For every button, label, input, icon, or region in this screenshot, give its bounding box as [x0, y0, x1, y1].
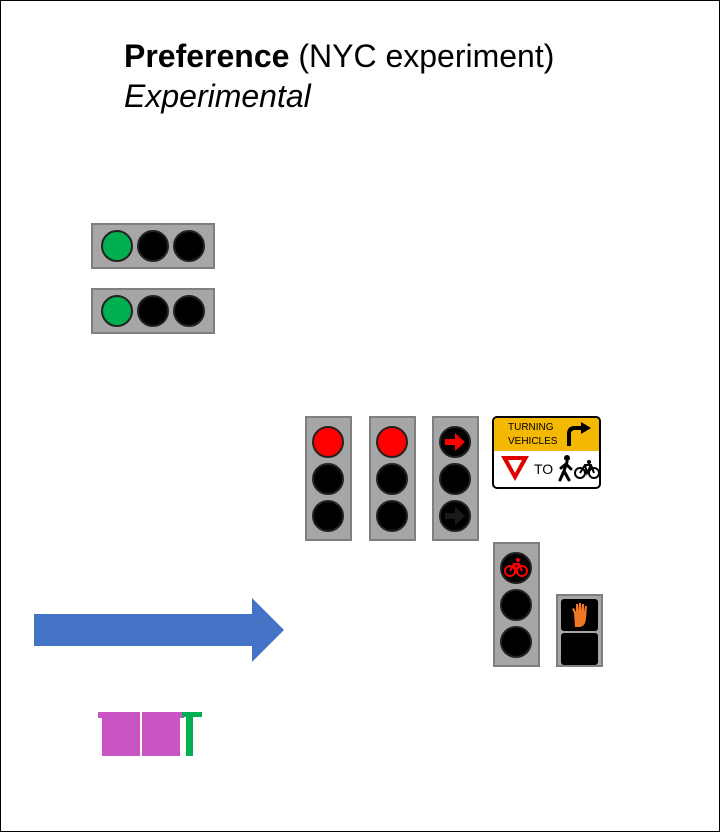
red-lamp	[312, 426, 344, 458]
hand-box	[561, 599, 598, 631]
off-lamp	[376, 500, 408, 532]
off-lamp	[173, 295, 205, 327]
page-title: Preference (NYC experiment)	[124, 36, 554, 76]
red-right-arrow-icon	[445, 433, 465, 451]
red-lamp	[376, 426, 408, 458]
off-lamp	[137, 230, 169, 262]
horizontal-signal-1	[91, 223, 215, 269]
off-lamp	[173, 230, 205, 262]
title-rest: (NYC experiment)	[289, 38, 555, 74]
yield-triangle-icon	[501, 456, 529, 481]
off-lamp	[312, 463, 344, 495]
title-bold: Preference	[124, 38, 290, 74]
red-bicycle-lamp	[500, 552, 532, 584]
purple-bar-2-cap	[142, 712, 184, 718]
green-lamp	[101, 230, 133, 262]
off-lamp	[439, 463, 471, 495]
dark-arrow-icon	[445, 507, 465, 525]
signal-timing-bars	[98, 712, 202, 756]
green-bar-cap	[182, 712, 202, 717]
green-bar	[186, 712, 193, 756]
purple-bar-1-cap	[98, 712, 140, 718]
off-lamp	[137, 295, 169, 327]
orange-hand-icon	[572, 603, 587, 627]
off-lamp	[439, 500, 471, 532]
purple-bar-1	[102, 712, 140, 756]
bicycle-icon	[574, 460, 599, 479]
right-turn-arrow-icon	[567, 422, 591, 446]
page-subtitle: Experimental	[124, 78, 311, 114]
red-bicycle-icon	[504, 558, 528, 577]
walk-box-off	[561, 633, 598, 665]
green-lamp	[101, 295, 133, 327]
blue-direction-arrow	[34, 598, 284, 662]
sign-text-turning: TURNING	[508, 422, 554, 433]
off-lamp	[312, 500, 344, 532]
off-lamp	[376, 463, 408, 495]
vertical-signal-red-2	[369, 416, 416, 541]
purple-bar-2	[142, 712, 180, 756]
off-lamp	[500, 626, 532, 658]
vertical-signal-red-1	[305, 416, 352, 541]
pedestrian-signal	[556, 594, 603, 667]
vertical-signal-red-arrow	[432, 416, 479, 541]
horizontal-signal-2	[91, 288, 215, 334]
pedestrian-icon	[558, 455, 573, 482]
sign-text-vehicles: VEHICLES	[508, 436, 558, 447]
red-arrow-lamp	[439, 426, 471, 458]
turning-vehicles-yield-sign: TURNING VEHICLES TO	[492, 416, 601, 489]
sign-text-to: TO	[534, 461, 554, 477]
off-lamp	[500, 589, 532, 621]
bicycle-signal	[493, 542, 540, 667]
